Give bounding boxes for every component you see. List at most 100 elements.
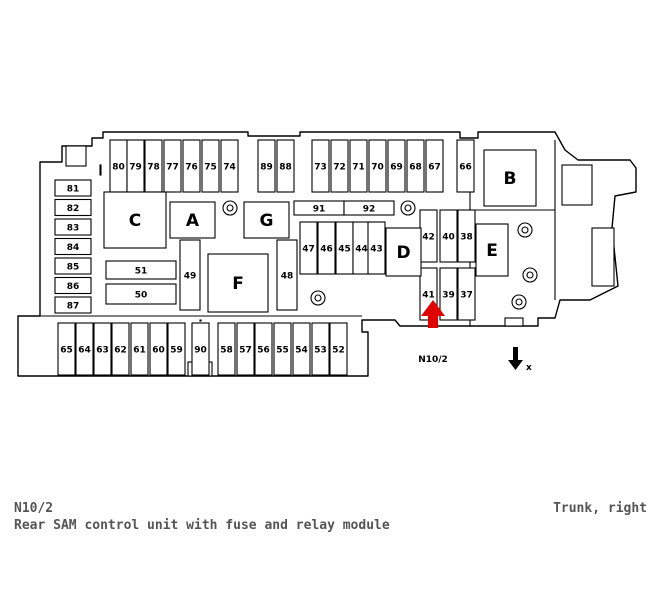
svg-text:45: 45 — [338, 245, 351, 255]
component-code: N10/2 — [14, 501, 54, 516]
fuse-79: 79 — [126, 139, 145, 193]
svg-text:F: F — [232, 274, 244, 294]
svg-text:70: 70 — [371, 163, 384, 173]
fuse-62: 62 — [111, 322, 130, 376]
direction-arrow-icon — [508, 347, 523, 370]
screw-icon — [400, 200, 416, 216]
fuse-78: 78 — [144, 139, 163, 193]
fuse-66: 66 — [456, 139, 475, 193]
svg-text:39: 39 — [442, 291, 455, 301]
fuse-50: 50 — [105, 283, 177, 305]
svg-text:75: 75 — [204, 163, 217, 173]
svg-text:67: 67 — [428, 163, 441, 173]
svg-text:83: 83 — [67, 224, 80, 234]
fuse-67: 67 — [425, 139, 444, 193]
svg-text:79: 79 — [129, 163, 142, 173]
fuse-39: 39 — [439, 267, 458, 321]
fuse-58: 58 — [217, 322, 236, 376]
fuse-45: 45 — [335, 221, 354, 275]
location-arrow-icon — [421, 300, 445, 328]
svg-text:50: 50 — [135, 291, 148, 301]
svg-text:81: 81 — [67, 185, 80, 195]
fuse-74: 74 — [220, 139, 239, 193]
fuse-83: 83 — [54, 218, 92, 236]
fuse-48: 48 — [276, 239, 298, 311]
svg-text:58: 58 — [220, 346, 233, 356]
fuse-49: 49 — [179, 239, 201, 311]
fuse-77: 77 — [163, 139, 182, 193]
svg-text:91: 91 — [313, 205, 326, 215]
fuse-43: 43 — [367, 221, 386, 275]
fuse-57: 57 — [236, 322, 255, 376]
svg-text:47: 47 — [302, 245, 315, 255]
svg-text:72: 72 — [333, 163, 346, 173]
pointer-label: N10/2 — [418, 355, 448, 365]
svg-text:E: E — [486, 241, 498, 261]
screw-icon — [310, 290, 326, 306]
screw-icon — [222, 200, 238, 216]
fuse-75: 75 — [201, 139, 220, 193]
svg-text:59: 59 — [170, 346, 183, 356]
svg-text:A: A — [186, 211, 200, 231]
fuse-63: 63 — [93, 322, 112, 376]
fuse-76: 76 — [182, 139, 201, 193]
svg-text:88: 88 — [279, 163, 292, 173]
fuse-53: 53 — [311, 322, 330, 376]
svg-text:62: 62 — [114, 346, 127, 356]
svg-text:77: 77 — [166, 163, 179, 173]
connector-tab — [65, 145, 87, 167]
fuse-47: 47 — [299, 221, 318, 275]
svg-text:52: 52 — [332, 346, 345, 356]
fuse-60: 60 — [149, 322, 168, 376]
relay-G: G — [243, 201, 290, 239]
fuse-80: 80 — [109, 139, 128, 193]
fuse-56: 56 — [254, 322, 273, 376]
svg-text:76: 76 — [185, 163, 198, 173]
relay-F: F — [207, 253, 269, 313]
fuse-37: 37 — [457, 267, 476, 321]
svg-text:48: 48 — [281, 272, 294, 282]
fuse-51: 51 — [105, 260, 177, 280]
svg-text:89: 89 — [260, 163, 273, 173]
svg-text:90: 90 — [194, 346, 207, 356]
fuse-70: 70 — [368, 139, 387, 193]
fuse-55: 55 — [273, 322, 292, 376]
svg-text:66: 66 — [459, 163, 472, 173]
fuse-92: 92 — [343, 200, 395, 216]
svg-text:57: 57 — [239, 346, 252, 356]
svg-text:B: B — [504, 169, 517, 189]
svg-text:G: G — [260, 211, 274, 231]
svg-text:85: 85 — [67, 263, 80, 273]
fuse-46: 46 — [317, 221, 336, 275]
svg-text:65: 65 — [60, 346, 73, 356]
svg-text:71: 71 — [352, 163, 365, 173]
screw-icon — [517, 222, 533, 238]
screw-icon — [511, 294, 527, 310]
svg-text:49: 49 — [184, 272, 197, 282]
svg-text:69: 69 — [390, 163, 403, 173]
connector-housing — [561, 164, 593, 206]
fuse-54: 54 — [292, 322, 311, 376]
svg-text:51: 51 — [135, 267, 148, 277]
fuse-89: 89 — [257, 139, 276, 193]
fuse-71: 71 — [349, 139, 368, 193]
fuse-81: 81 — [54, 179, 92, 197]
connector-tab — [504, 317, 524, 327]
svg-text:43: 43 — [370, 245, 383, 255]
fuse-65: 65 — [57, 322, 76, 376]
svg-text:55: 55 — [276, 346, 289, 356]
fuse-73: 73 — [311, 139, 330, 193]
svg-text:40: 40 — [442, 233, 455, 243]
svg-text:56: 56 — [257, 346, 270, 356]
relay-A: A — [169, 201, 216, 239]
fuse-90: 90 — [191, 322, 210, 376]
svg-text:53: 53 — [314, 346, 327, 356]
svg-text:42: 42 — [422, 233, 435, 243]
relay-C: C — [103, 191, 167, 249]
fuse-86: 86 — [54, 276, 92, 295]
fuse-82: 82 — [54, 198, 92, 217]
fuse-59: 59 — [167, 322, 186, 376]
svg-text:84: 84 — [67, 243, 80, 253]
svg-text:63: 63 — [96, 346, 109, 356]
